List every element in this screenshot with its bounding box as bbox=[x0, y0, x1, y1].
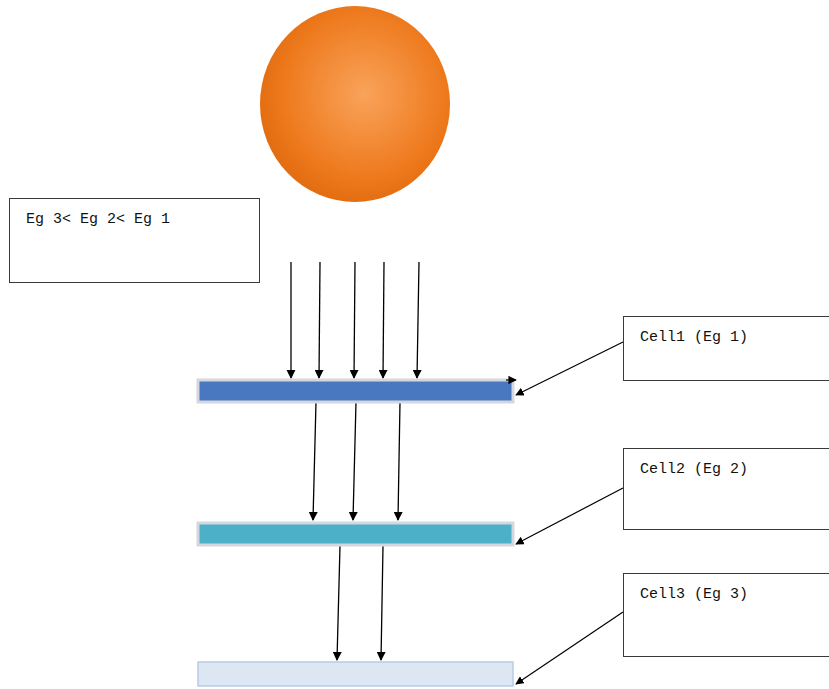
light-rays bbox=[291, 262, 419, 660]
label-text: Cell2 (Eg 2) bbox=[640, 461, 816, 479]
sun bbox=[260, 6, 450, 202]
cell1-layer bbox=[198, 380, 513, 402]
cell3-layer bbox=[198, 662, 513, 686]
cell-label-box: Cell3 (Eg 3) bbox=[623, 573, 829, 657]
label-text: Cell1 (Eg 1) bbox=[640, 329, 816, 347]
label-text: Eg 3< Eg 2< Eg 1 bbox=[26, 211, 243, 229]
cell-label-box: Cell2 (Eg 2) bbox=[623, 448, 829, 530]
label-text: Cell3 (Eg 3) bbox=[640, 586, 816, 604]
leader-lines bbox=[506, 342, 623, 684]
cell-label-box: Cell1 (Eg 1) bbox=[623, 316, 829, 381]
cell2-layer bbox=[198, 523, 513, 545]
bandgap-box: Eg 3< Eg 2< Eg 1 bbox=[9, 198, 260, 283]
